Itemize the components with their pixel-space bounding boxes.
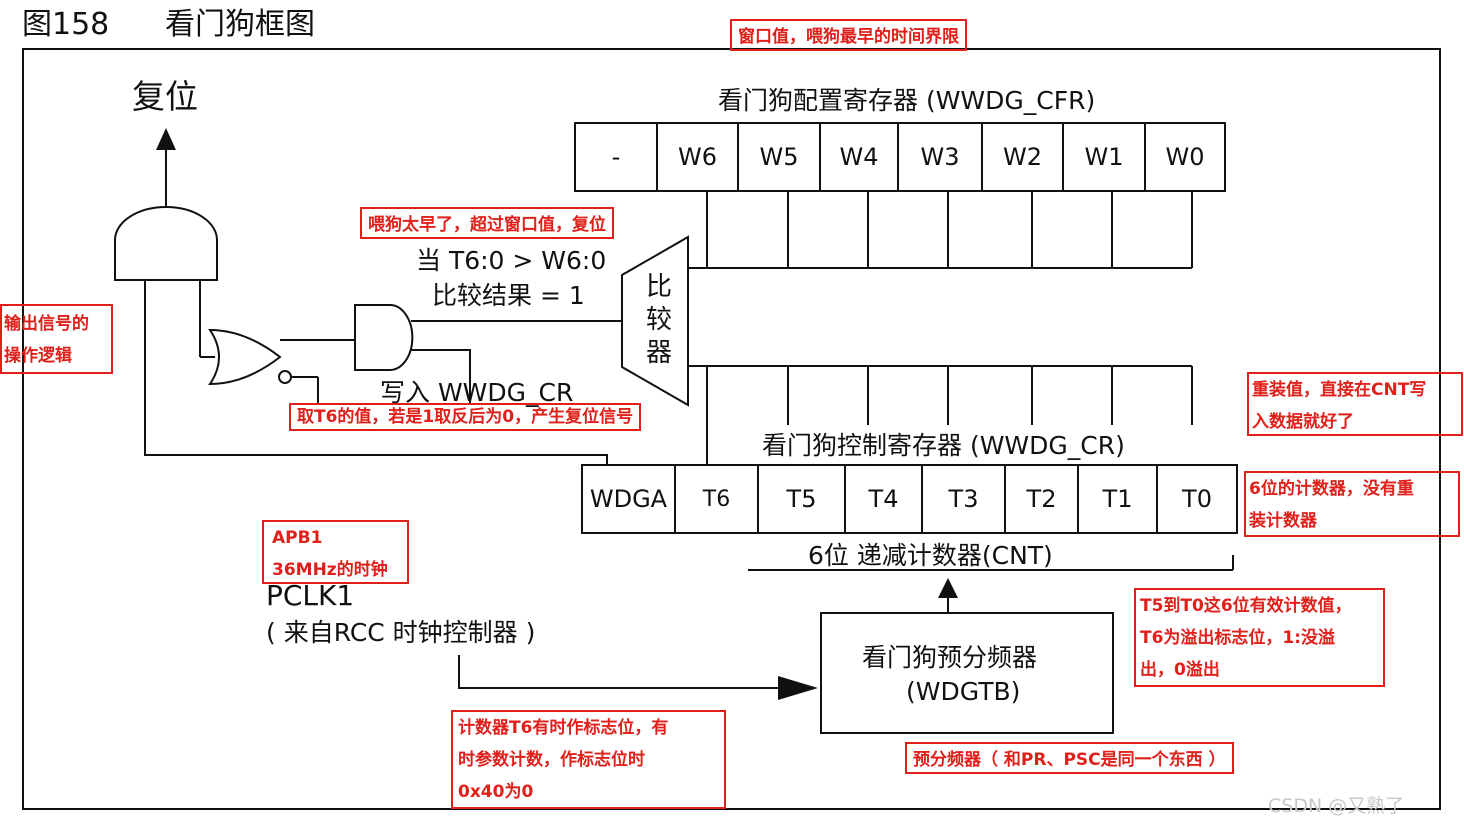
prescaler-box — [820, 612, 1114, 734]
pclk-source: ( 来自RCC 时钟控制器 ) — [266, 618, 536, 647]
prescaler-up-arrow-head — [938, 578, 958, 598]
inverter-bubble — [278, 370, 292, 384]
write-cr-label: 写入 WWDG_CR — [380, 378, 574, 407]
watermark: CSDN @又熟了 — [1268, 795, 1405, 817]
cfr-bit-6: W1 — [1084, 143, 1124, 171]
cfr-bit-2: W5 — [759, 143, 799, 171]
condition-line-2: 比较结果 = 1 — [432, 281, 585, 310]
annotation-t6-invert: 取T6的值，若是1取反后为0，产生复位信号 — [289, 403, 642, 431]
comparator-char-3: 器 — [646, 338, 673, 368]
comparator-shape — [621, 235, 689, 407]
cfr-bit-5: W2 — [1003, 143, 1042, 171]
annotation-t6-flag: 计数器T6有时作标志位，有 时参数计数，作标志位时 0x40为0 — [451, 710, 726, 809]
annotation-t5-t0: T5到T0这6位有效计数值， T6为溢出标志位，1:没溢 出，0溢出 — [1134, 588, 1385, 687]
cr-bit-t5: T5 — [786, 485, 817, 513]
cr-title: 看门狗控制寄存器 (WWDG_CR) — [762, 431, 1125, 460]
cr-bit-t2: T2 — [1026, 485, 1057, 513]
cr-bit-t6: T6 — [702, 486, 731, 512]
cr-register-box — [581, 464, 1238, 534]
annotation-reload: 重装值，直接在CNT写 入数据就好了 — [1247, 372, 1463, 436]
cfr-bit-0: - — [611, 143, 621, 171]
comparator-char-1: 比 — [646, 272, 673, 302]
cr-bit-t3: T3 — [948, 485, 979, 513]
cr-bit-wdga: WDGA — [589, 485, 668, 513]
annotation-too-early: 喂狗太早了，超过窗口值，复位 — [360, 207, 614, 239]
pclk-name: PCLK1 — [266, 579, 355, 612]
reset-arrow-head — [156, 128, 176, 150]
cfr-register-box — [574, 122, 1226, 192]
comparator-and-gate — [354, 304, 414, 371]
annotation-window: 窗口值，喂狗最早的时间界限 — [730, 19, 967, 51]
cr-bit-t0: T0 — [1182, 485, 1212, 513]
annotation-counter6: 6位的计数器，没有重 装计数器 — [1244, 471, 1460, 537]
cfr-title: 看门狗配置寄存器 (WWDG_CFR) — [718, 86, 1096, 115]
cfr-bit-1: W6 — [678, 143, 717, 171]
comparator-char-2: 较 — [646, 305, 673, 335]
figure-number: 图158 — [22, 7, 110, 42]
pclk-arrow-head — [778, 676, 818, 700]
annotation-prescaler-note: 预分频器（ 和PR、PSC是同一个东西 ） — [905, 742, 1234, 774]
annotation-output-logic: 输出信号的 操作逻辑 — [0, 304, 113, 374]
counter-label: 6位 递减计数器(CNT) — [808, 541, 1053, 570]
prescaler-line-1: 看门狗预分频器 — [862, 643, 1038, 672]
annotation-apb1: APB1 36MHz的时钟 — [262, 520, 409, 584]
cfr-bit-3: W4 — [839, 143, 879, 171]
reset-and-gate — [114, 206, 218, 281]
or-gate — [208, 328, 282, 386]
condition-line-1: 当 T6:0 > W6:0 — [416, 246, 607, 275]
cr-bit-t1: T1 — [1102, 485, 1133, 513]
reset-label: 复位 — [132, 77, 198, 116]
figure-title: 看门狗框图 — [165, 7, 315, 42]
cfr-bit-7: W0 — [1165, 143, 1205, 171]
cr-bit-t4: T4 — [868, 485, 899, 513]
prescaler-line-2: (WDGTB) — [906, 677, 1021, 706]
cfr-bit-4: W3 — [920, 143, 960, 171]
